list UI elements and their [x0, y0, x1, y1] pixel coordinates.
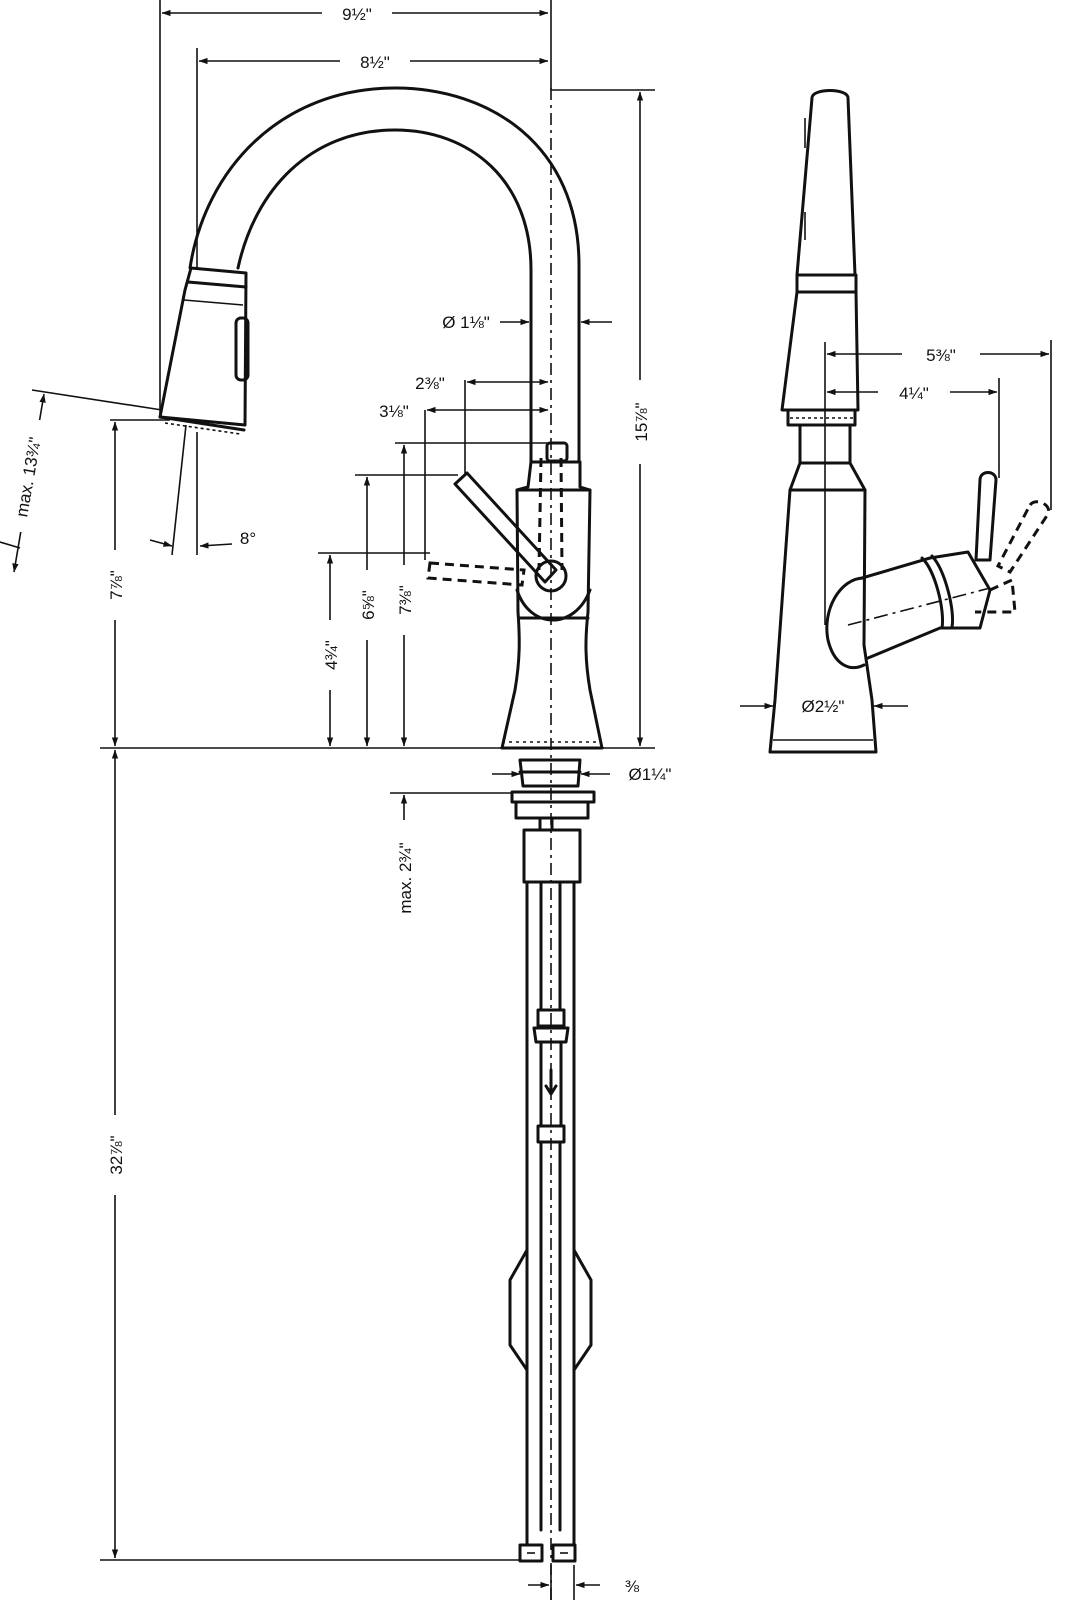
faucet-body — [500, 460, 604, 750]
dim-lever-offset-small: 2⅜" — [415, 374, 445, 393]
dim-spout-tube-diameter: Ø 1⅛" — [442, 313, 490, 332]
dim-shank-diameter: Ø1¼" — [629, 765, 672, 784]
spray-head — [158, 266, 248, 427]
dim-spout-clearance: 7⅞" — [107, 570, 126, 600]
dim-base-diameter: Ø2½" — [802, 697, 845, 716]
dimensions-side: 5⅜" 4¼" Ø2½" — [740, 340, 1052, 716]
dim-spout-reach: 8½" — [360, 53, 390, 72]
dim-connection-size: ⅜ — [625, 1577, 640, 1596]
hose-weight — [508, 1248, 529, 1372]
front-view-faucet — [158, 86, 604, 1600]
dim-side-lever-reach-2: 4¼" — [899, 384, 929, 403]
dim-overall-width: 9½" — [342, 5, 372, 24]
dim-side-lever-reach-1: 5⅜" — [926, 346, 956, 365]
handle-lever — [453, 471, 558, 584]
spout-inner — [236, 128, 533, 464]
dimensions-front: 9½" 8½" 15⅞" Ø 1⅛" 2⅜" 3⅛" max. 13¾" 8° … — [0, 0, 671, 1600]
dim-lever-offset-large: 3⅛" — [379, 402, 409, 421]
dim-lever-height-1: 4¾" — [322, 640, 341, 670]
lever-alt-position — [426, 561, 526, 587]
dim-total-height: 15⅞" — [632, 402, 651, 441]
side-view-faucet — [768, 89, 1051, 754]
dim-supply-length: 32⅞" — [107, 1135, 126, 1174]
side-lever — [974, 471, 998, 562]
side-body — [768, 461, 878, 754]
dim-max-deck-thickness: max. 2¾" — [396, 842, 415, 913]
dim-lever-height-3: 7⅜" — [396, 585, 415, 615]
spray-button — [234, 316, 250, 382]
dim-lever-height-2: 6⅝" — [359, 590, 378, 620]
dim-spray-angle: 8° — [240, 529, 256, 548]
spout-outer — [188, 86, 581, 464]
